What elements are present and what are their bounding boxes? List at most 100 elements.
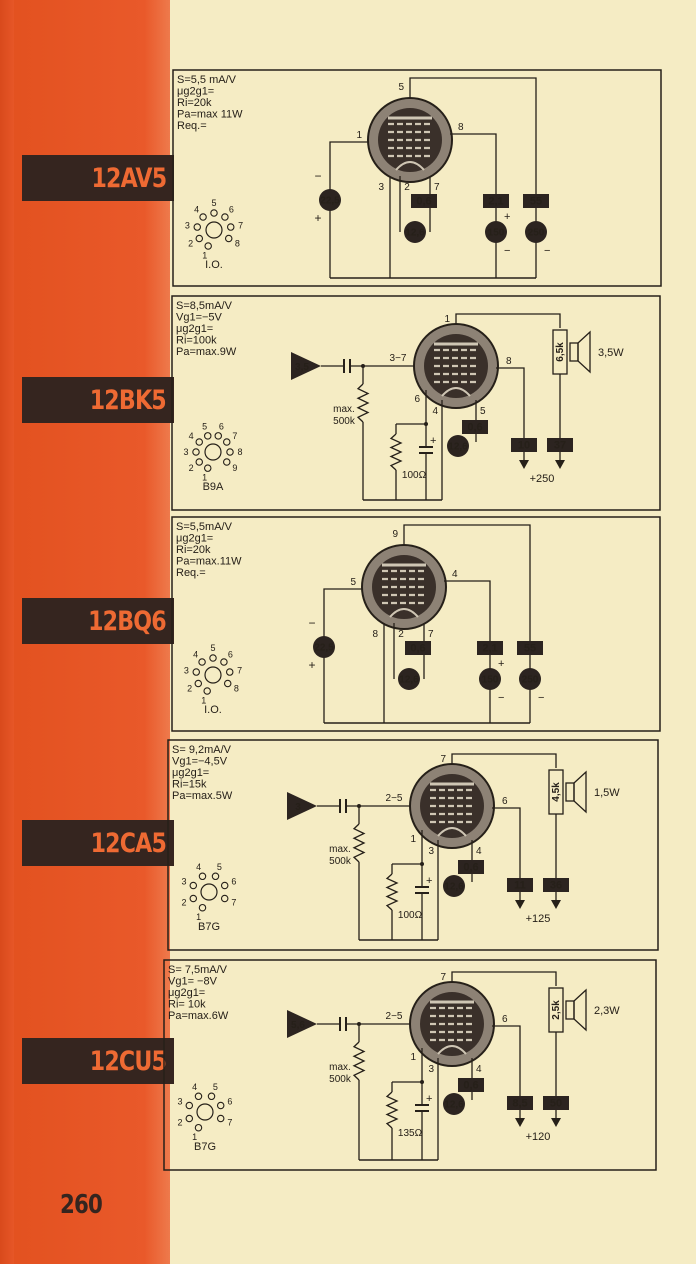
sign-plus: + — [426, 875, 432, 887]
heater-voltage-box — [458, 860, 484, 874]
panel-frame — [167, 739, 659, 951]
anode-supply-circle — [525, 221, 547, 243]
param-line: μg2g1= — [177, 86, 214, 98]
resistor — [352, 1041, 366, 1081]
wire — [409, 77, 537, 278]
pin-number: 8 — [506, 356, 512, 367]
base-pin — [189, 881, 198, 890]
base-pin-number: 6 — [231, 877, 236, 887]
wire — [392, 1048, 423, 1083]
param-line: μg2g1= — [176, 533, 213, 545]
screen-voltage-box — [507, 1096, 533, 1110]
heater-voltage-box-text: 0,6 — [416, 196, 431, 208]
base-pin — [224, 234, 233, 243]
supply-voltage: +120 — [526, 1131, 551, 1143]
param-line: μg2g1= — [168, 987, 205, 999]
sign-plus: + — [314, 211, 321, 225]
page-edge — [0, 0, 14, 1264]
param-line: Req.= — [176, 567, 206, 579]
heater-voltage-box-text: 0,6 — [463, 1080, 478, 1092]
heater-voltage-box-text: 0,6 — [467, 422, 482, 434]
param-line: Vg1=−5V — [176, 312, 223, 324]
param-line: Pa=max.11W — [176, 556, 242, 568]
base-pin-number: 5 — [211, 198, 216, 208]
page-number: 260 — [60, 1190, 103, 1220]
pin-number: 4 — [432, 406, 438, 417]
base-pin — [216, 1114, 225, 1123]
heater-circle-text: 12,6 — [444, 882, 464, 893]
base-type: B7G — [194, 1141, 216, 1153]
resistor — [389, 433, 403, 471]
anode-voltage-box-text: 55 — [524, 643, 536, 655]
param-line: S=8,5mA/V — [176, 300, 233, 312]
heater-circle — [447, 435, 469, 457]
junction-dot — [420, 1080, 424, 1084]
grid-bias-circle-text: 22,5 — [320, 196, 340, 207]
base-pin-number: 2 — [178, 1117, 183, 1127]
arrow-icon — [519, 460, 529, 469]
param-line: S= 9,2mA/V — [172, 744, 232, 756]
tube-name: 12CU5 — [89, 1045, 167, 1077]
base-pin-number: 4 — [196, 862, 201, 872]
panel-frame — [163, 959, 657, 1171]
heater-circle-text: 12,6 — [399, 675, 419, 686]
base-pin — [216, 1101, 225, 1110]
heater-voltage-box — [405, 641, 431, 655]
anode-voltage-box — [547, 438, 573, 452]
base-pin-number: 5 — [202, 421, 207, 431]
base-pin — [226, 223, 235, 231]
base-pin — [198, 872, 207, 881]
tube-label-12bq6: 12BQ6 — [22, 598, 174, 644]
base-type: I.O. — [204, 704, 222, 716]
arrow-icon — [515, 900, 525, 909]
sign-minus: − — [308, 616, 315, 630]
base-pin-number: 3 — [184, 665, 189, 675]
base-pin-number: 5 — [210, 643, 215, 653]
wire — [329, 141, 368, 278]
screen-voltage-box — [507, 878, 533, 892]
arrow-icon — [515, 1118, 525, 1127]
base-pin-number: 8 — [237, 447, 242, 457]
tube-panel-12bk5: S=8,5mA/VVg1=−5Vμg2g1=Ri=100kPa=max.9W12… — [171, 295, 661, 511]
speaker-icon — [565, 782, 575, 802]
base-key-icon — [200, 883, 218, 901]
pin-number: 2 — [404, 182, 410, 193]
pin-number: 9 — [392, 529, 398, 540]
tube-label-12av5: 12AV5 — [22, 155, 174, 201]
pin-number: 4 — [476, 1064, 482, 1075]
anode-voltage-box-text: 50 — [550, 1098, 562, 1110]
base-pin-number: 1 — [196, 912, 201, 922]
transformer-value: 6,5k — [555, 342, 566, 362]
sign-minus: − — [504, 245, 510, 257]
pin-number: 7 — [440, 972, 446, 983]
param-line: Ri=15k — [172, 779, 207, 791]
param-line: Pa=max.6W — [168, 1010, 229, 1022]
sign-minus: − — [314, 169, 321, 183]
tube-heater — [395, 161, 425, 171]
panel-frame — [172, 69, 662, 287]
base-pin-number: 7 — [238, 220, 243, 230]
base-pin-number: 8 — [235, 239, 240, 249]
base-pin — [210, 209, 218, 217]
param-line: μg2g1= — [172, 767, 209, 779]
speaker-power: 2,3W — [594, 1005, 620, 1017]
supply-voltage: +250 — [530, 473, 555, 485]
tube-heater — [389, 608, 419, 618]
screen-voltage-box — [477, 641, 503, 655]
sign-plus: + — [308, 658, 315, 672]
speaker-cone-icon — [573, 988, 587, 1032]
base-pin — [220, 658, 228, 666]
base-pin — [192, 668, 201, 676]
tube-label-12bk5: 12BK5 — [22, 377, 174, 423]
param-line: S=5,5mA/V — [176, 521, 233, 533]
base-pin-number: 6 — [219, 421, 224, 431]
wire — [396, 390, 427, 425]
grid-resistor-value: 500k — [329, 1074, 352, 1085]
grid-bias-circle — [313, 636, 335, 658]
base-pin — [220, 881, 229, 890]
base-pin — [211, 872, 220, 881]
arrow-icon — [551, 900, 561, 909]
panel-frame — [171, 295, 661, 511]
